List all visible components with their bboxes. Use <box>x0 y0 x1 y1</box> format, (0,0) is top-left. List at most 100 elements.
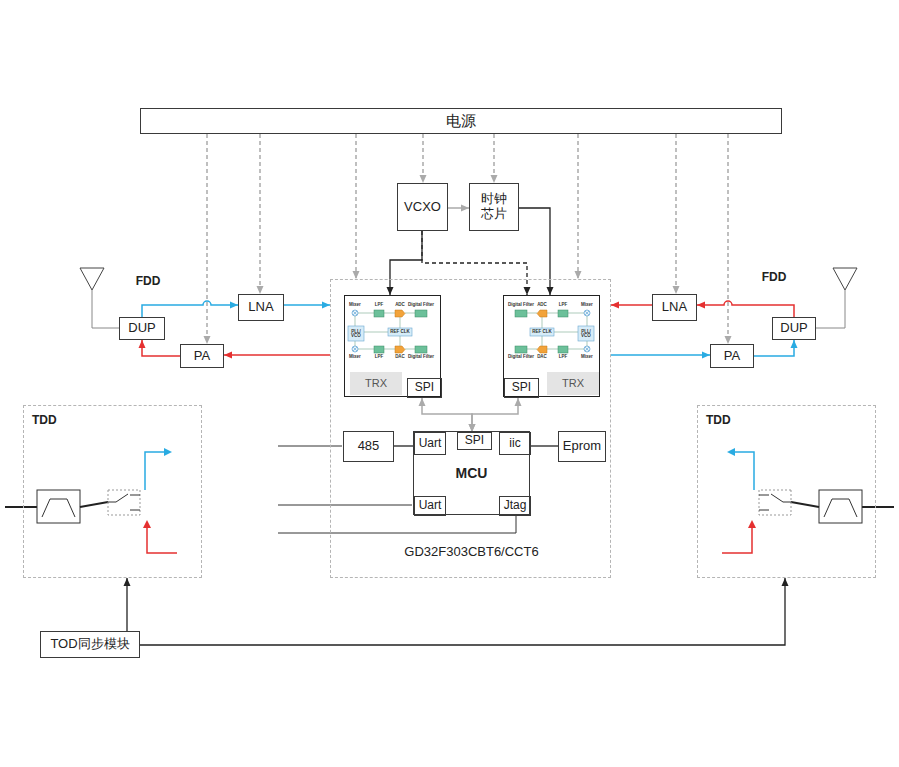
external-wires <box>278 446 516 533</box>
arrowhead <box>697 302 705 309</box>
lpf-symbol <box>374 346 384 353</box>
connector <box>284 302 330 309</box>
oscillator-box: VCXO <box>397 183 448 231</box>
connector-line <box>754 340 794 356</box>
arrowhead <box>143 520 151 528</box>
switch-symbol <box>108 494 140 510</box>
connector <box>224 352 330 359</box>
lna-box: LNA <box>238 294 284 321</box>
arrowhead <box>419 398 426 406</box>
antenna-symbol <box>80 268 104 290</box>
connector <box>673 134 680 294</box>
spi-port: SPI <box>457 432 492 450</box>
connector-line <box>259 134 261 294</box>
mcu-board-region: GD32F303CBT6/CCT6TRXSPITRXSPI485MCUUartS… <box>330 279 611 578</box>
lna-box: LNA <box>652 294 697 321</box>
block-label: LPF <box>375 355 384 360</box>
tdd-region: TDD <box>23 405 202 578</box>
connector <box>611 302 652 309</box>
sync-module-box: TOD同步模块 <box>40 631 140 658</box>
wire <box>278 514 516 533</box>
arrowhead <box>547 287 554 295</box>
block-label: REF CLK <box>532 330 552 335</box>
connector-line <box>394 445 414 446</box>
jtag-port: Jtag <box>499 496 531 516</box>
connector <box>575 134 582 279</box>
clock-chip-box: 时钟 芯片 <box>469 183 519 231</box>
connector <box>422 231 531 295</box>
block-label: DAC <box>395 355 405 360</box>
block-label: DAC <box>537 355 547 360</box>
connector-line <box>422 398 472 432</box>
tdd-switch-chain <box>5 448 177 553</box>
arrowhead <box>725 336 732 344</box>
block-label: Mixer <box>581 303 593 308</box>
connector <box>725 134 732 344</box>
node-text: DUP <box>128 321 155 336</box>
connector <box>140 578 789 645</box>
arrowhead <box>164 448 172 456</box>
node-text: Uart <box>419 437 442 451</box>
block-label: PLL/ VCO <box>579 329 593 338</box>
block-label: LPF <box>559 303 568 308</box>
refclk-block <box>388 328 412 336</box>
connector-line <box>577 134 579 279</box>
node-text: MCU <box>456 465 488 481</box>
node-text: 电源 <box>446 112 476 129</box>
connector <box>531 446 558 447</box>
transceiver-chip: TRXSPI <box>503 295 600 397</box>
antenna-feed <box>92 290 119 328</box>
connector <box>204 134 211 344</box>
connector <box>519 208 554 295</box>
node-text: iic <box>509 437 520 451</box>
node-text: TDD <box>32 412 92 430</box>
block-label: LPF <box>375 303 384 308</box>
arrowhead <box>791 340 798 348</box>
adc-symbol <box>395 310 405 317</box>
connector <box>124 578 131 631</box>
power-bar: 电源 <box>140 108 782 134</box>
duplexer-box: DUP <box>772 317 816 340</box>
dac-symbol <box>395 346 405 353</box>
connector <box>697 301 794 317</box>
arrowhead <box>575 271 582 279</box>
mode-label: FDD <box>762 271 787 283</box>
block-label: Mixer <box>349 303 361 308</box>
arrowhead <box>257 286 264 294</box>
connector-line <box>727 134 729 344</box>
arrowhead <box>491 175 498 183</box>
arrowhead <box>673 286 680 294</box>
transceiver-chip: TRXSPI <box>344 295 441 397</box>
arrowhead <box>224 352 232 359</box>
rx-path <box>147 528 177 553</box>
chip-illustration <box>348 310 427 353</box>
connector-line <box>531 445 558 446</box>
node-text: LNA <box>662 300 687 315</box>
block-label: ADC <box>537 303 547 308</box>
connector-line <box>472 398 518 432</box>
connector <box>142 301 238 317</box>
antenna-symbol <box>816 268 857 328</box>
node-text: SPI <box>415 381 434 395</box>
arrowhead <box>515 398 522 406</box>
tx-path <box>145 452 165 490</box>
node-text: PA <box>194 349 210 364</box>
block-label: Mixer <box>349 355 361 360</box>
connector <box>139 340 181 356</box>
switch-symbol <box>108 490 140 515</box>
block-label: Digital Filter <box>508 303 534 308</box>
chip-illustration <box>515 310 594 353</box>
wire <box>278 446 342 447</box>
connector-line <box>224 354 330 356</box>
antenna-feed <box>816 290 845 328</box>
node-text: Uart <box>419 499 442 513</box>
node-text: SPI <box>512 381 531 395</box>
connector-line <box>140 578 785 645</box>
connector <box>353 134 360 279</box>
connector-line <box>697 301 794 317</box>
spi-port: SPI <box>407 378 442 398</box>
connector <box>394 446 414 447</box>
pa-box: PA <box>710 344 754 368</box>
arrowhead <box>139 340 146 348</box>
